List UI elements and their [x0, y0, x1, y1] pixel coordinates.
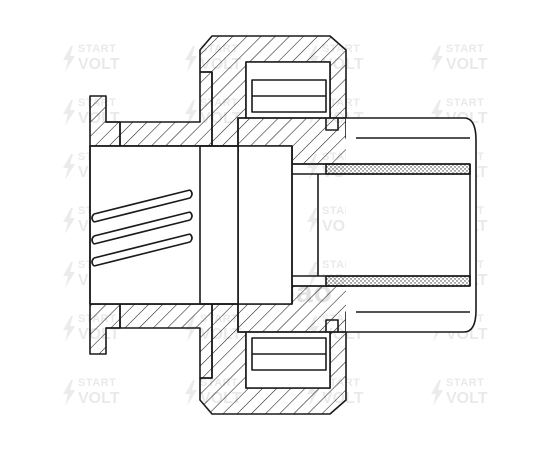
lightning-bolt-icon: [431, 100, 443, 126]
left-flange: [89, 95, 121, 147]
hub-bore: [237, 145, 293, 305]
lightning-bolt-icon: [185, 380, 197, 406]
roller-lower: [251, 337, 327, 371]
watermark-start: START: [322, 259, 361, 271]
lightning-bolt-icon: [63, 380, 75, 406]
snap-ring-lower: [325, 319, 339, 332]
lightning-bolt-icon: [63, 154, 75, 180]
watermark-start: START: [446, 43, 485, 55]
watermark-volt: VOLT: [446, 390, 488, 407]
lightning-bolt-icon: [63, 46, 75, 72]
watermark-start: START: [78, 377, 117, 389]
watermark-volt: VOLT: [78, 56, 120, 73]
bushing-lower: [325, 275, 471, 287]
watermark-start: START: [78, 43, 117, 55]
watermark-volt: VOLT: [78, 390, 120, 407]
watermark-start: START: [322, 205, 361, 217]
roller-upper: [251, 79, 327, 113]
pinion-bore: [89, 145, 239, 305]
lightning-bolt-icon: [307, 208, 319, 234]
lightning-bolt-icon: [431, 380, 443, 406]
snap-ring-upper: [325, 118, 339, 131]
lightning-bolt-icon: [63, 316, 75, 342]
lightning-bolt-icon: [185, 46, 197, 72]
roller-cavity-lower: [245, 331, 331, 389]
watermark-start: START: [446, 97, 485, 109]
lightning-bolt-icon: [63, 208, 75, 234]
watermark-start: START: [446, 377, 485, 389]
helical-splines: [91, 189, 193, 267]
lightning-bolt-icon: [63, 100, 75, 126]
lightning-bolt-icon: [63, 262, 75, 288]
lightning-bolt-icon: [185, 100, 197, 126]
lightning-bolt-icon: [431, 46, 443, 72]
lightning-bolt-icon: [185, 316, 197, 342]
left-flange-lower: [89, 303, 121, 355]
bushing-upper: [325, 163, 471, 175]
watermark-volt: VOLT: [446, 56, 488, 73]
roller-cavity-upper: [245, 61, 331, 119]
pinion-body-upper: [105, 71, 213, 147]
lightning-bolt-icon: [307, 154, 319, 180]
pinion-body-lower: [105, 303, 213, 379]
shaft-extension: [346, 117, 477, 333]
lightning-bolt-icon: [307, 262, 319, 288]
